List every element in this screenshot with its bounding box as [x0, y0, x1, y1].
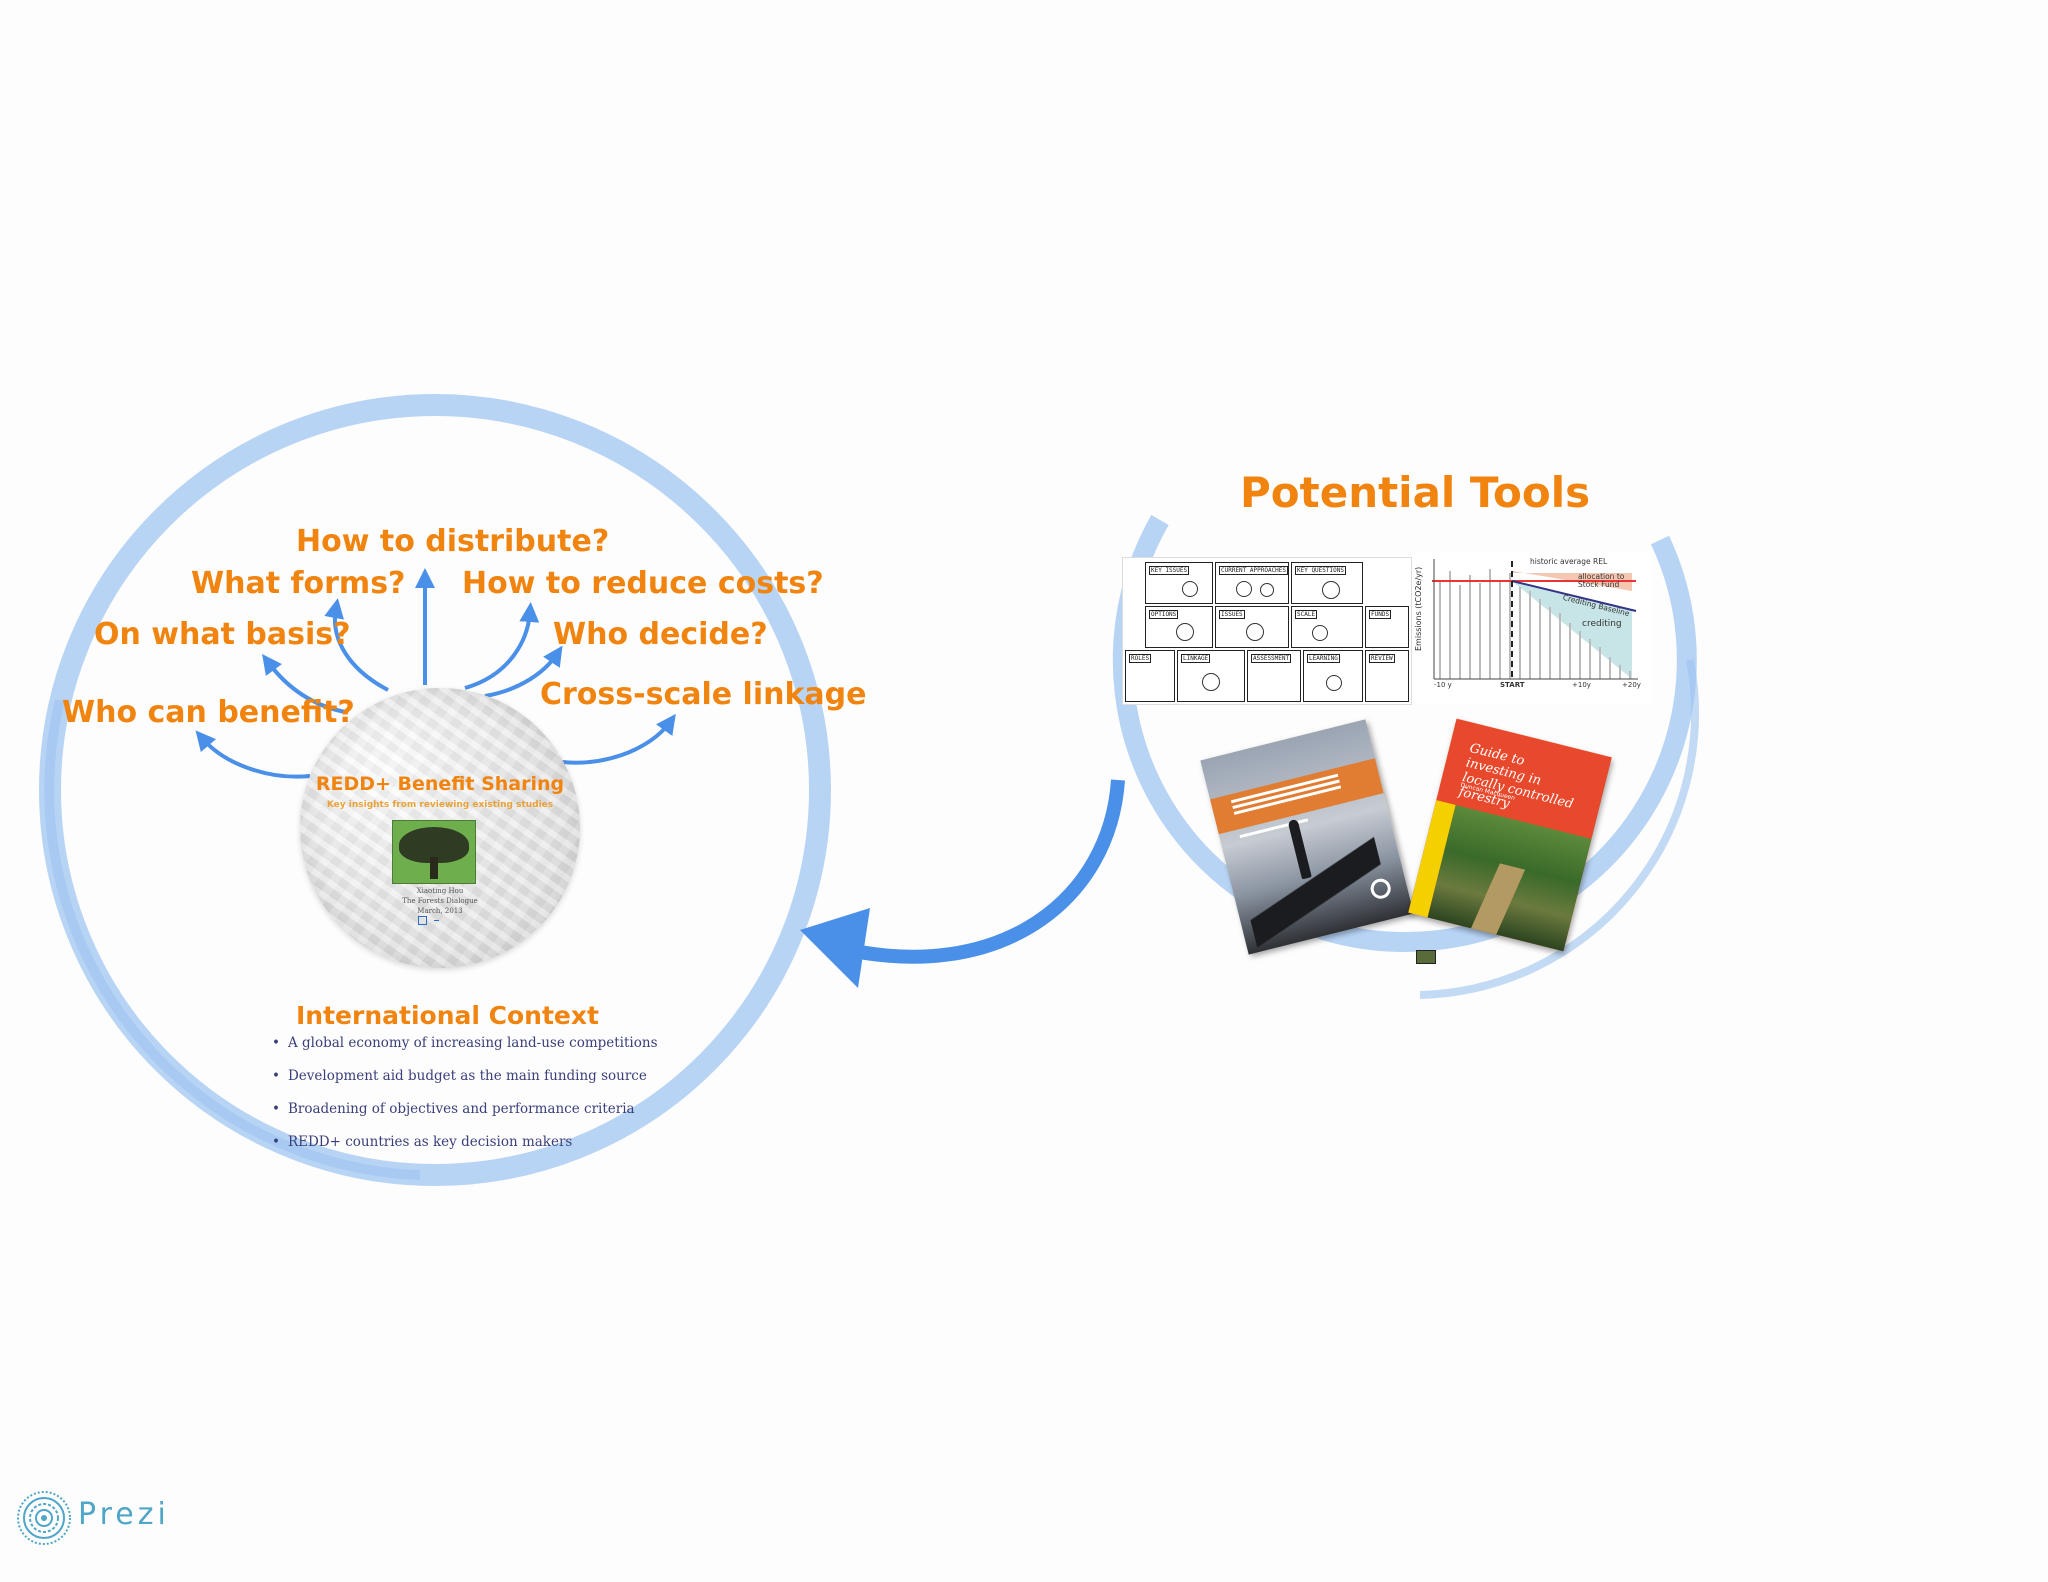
panel-label: ISSUES	[1219, 610, 1245, 619]
panel-label: REVIEW	[1369, 654, 1395, 663]
figure-sketch	[1202, 673, 1220, 691]
chart-annotation: historic average REL	[1530, 557, 1608, 566]
card-subtitle: Key insights from reviewing existing stu…	[326, 800, 554, 810]
figure-sketch	[1182, 581, 1198, 597]
prezi-logo-icon[interactable]	[16, 1490, 72, 1546]
question-cross-scale-linkage[interactable]: Cross-scale linkage	[540, 677, 867, 712]
storyboard-panel: ROLES	[1125, 650, 1175, 702]
panel-label: ROLES	[1129, 654, 1152, 663]
card-organization: The Forests Dialogue	[402, 897, 478, 905]
figure-sketch	[1312, 625, 1328, 641]
figure-sketch	[1236, 581, 1252, 597]
emissions-chart-svg	[1432, 559, 1638, 681]
question-how-to-distribute[interactable]: How to distribute?	[296, 524, 610, 559]
connector-arrowhead	[800, 908, 870, 988]
chart-annotation: crediting	[1582, 619, 1622, 629]
chart-annotation: allocation to Stock Fund	[1578, 572, 1625, 589]
question-what-forms[interactable]: What forms?	[191, 566, 406, 601]
storyboard-panel: ISSUES	[1215, 606, 1289, 648]
context-bullet-text: A global economy of increasing land-use …	[287, 1035, 658, 1051]
potential-tools-title[interactable]: Potential Tools	[1240, 468, 1591, 517]
context-bullet: • Broadening of objectives and performanc…	[272, 1101, 635, 1117]
monitor-icon	[418, 916, 427, 925]
context-bullet-text: Development aid budget as the main fundi…	[287, 1068, 647, 1084]
benefit-sharing-card[interactable]: REDD+ Benefit Sharing Key insights from …	[300, 688, 580, 968]
tree-image	[392, 820, 476, 884]
chart-x-tick: +20y	[1622, 681, 1641, 689]
tree-trunk	[430, 857, 438, 879]
storyboard-panel: KEY QUESTIONS	[1291, 562, 1363, 604]
bullet-dot: •	[272, 1134, 280, 1150]
figure-sketch	[1260, 583, 1274, 597]
context-bullet-text: Broadening of objectives and performance…	[287, 1101, 635, 1117]
dash-icon	[434, 920, 439, 921]
storyboard-panel: KEY ISSUES	[1145, 562, 1213, 604]
chart-x-tick: START	[1500, 681, 1525, 689]
card-icons	[418, 916, 458, 926]
context-bullet: • REDD+ countries as key decision makers	[272, 1134, 573, 1150]
figure-sketch	[1322, 581, 1340, 599]
storyboard-panel: OPTIONS	[1145, 606, 1213, 648]
storyboard-panel: REVIEW	[1365, 650, 1409, 702]
panel-label: LINKAGE	[1181, 654, 1211, 663]
small-thumbnail[interactable]	[1416, 950, 1436, 964]
storyboard-panel: LINKAGE	[1177, 650, 1245, 702]
card-author: Xiaoting Hou	[416, 887, 464, 895]
storyboard-image[interactable]: KEY ISSUES CURRENT APPROACHES KEY QUESTI…	[1122, 557, 1412, 705]
storyboard-panel: SCALE	[1291, 606, 1363, 648]
bullet-dot: •	[272, 1068, 280, 1084]
figure-sketch	[1326, 675, 1342, 691]
context-bullet: • Development aid budget as the main fund…	[272, 1068, 647, 1084]
figure-sketch	[1176, 623, 1194, 641]
cover-title-lines	[1230, 773, 1339, 804]
panel-label: ASSESSMENT	[1251, 654, 1292, 663]
storyboard-panel: CURRENT APPROACHES	[1215, 562, 1289, 604]
panel-label: SCALE	[1295, 610, 1318, 619]
context-bullet: • A global economy of increasing land-use…	[272, 1035, 658, 1051]
card-meta: Xiaoting Hou The Forests Dialogue March,…	[300, 886, 580, 916]
storyboard-panel: LEARNING	[1303, 650, 1363, 702]
figure-sketch	[1246, 623, 1264, 641]
prezi-wordmark[interactable]: Prezi	[78, 1497, 170, 1532]
panel-label: KEY QUESTIONS	[1295, 566, 1346, 575]
bullet-dot: •	[272, 1035, 280, 1051]
question-how-to-reduce-costs[interactable]: How to reduce costs?	[462, 566, 824, 601]
context-bullet-text: REDD+ countries as key decision makers	[287, 1134, 573, 1150]
left-frame-ring-shade	[44, 698, 421, 1180]
context-title[interactable]: International Context	[296, 1001, 599, 1030]
panel-label: KEY ISSUES	[1149, 566, 1190, 575]
chart-x-tick: -10 y	[1434, 681, 1452, 689]
emissions-chart-image[interactable]: Emissions (tCO2e/yr) historic average RE…	[1412, 551, 1652, 703]
connector-arrow[interactable]	[838, 779, 1125, 964]
question-on-what-basis[interactable]: On what basis?	[94, 617, 351, 652]
panel-label: FUNDS	[1369, 610, 1392, 619]
storyboard-panel: FUNDS	[1365, 606, 1409, 648]
panel-label: CURRENT APPROACHES	[1219, 566, 1289, 575]
card-date: March, 2013	[417, 907, 463, 915]
storyboard-panel: ASSESSMENT	[1247, 650, 1301, 702]
panel-label: OPTIONS	[1149, 610, 1179, 619]
right-frame-ring-shade	[1419, 659, 1700, 999]
chart-x-tick: +10y	[1572, 681, 1591, 689]
bullet-dot: •	[272, 1101, 280, 1117]
panel-label: LEARNING	[1307, 654, 1340, 663]
question-who-decide[interactable]: Who decide?	[553, 617, 768, 652]
card-title: REDD+ Benefit Sharing	[315, 773, 565, 795]
